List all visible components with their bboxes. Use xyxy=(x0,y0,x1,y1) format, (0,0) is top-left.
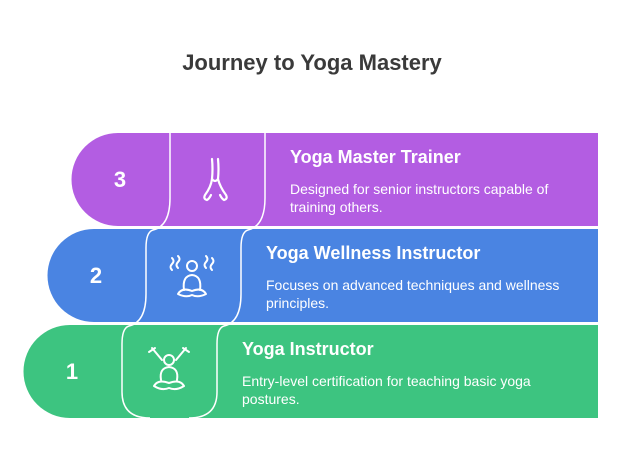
meditation-icon xyxy=(169,255,215,298)
tier-1-number: 1 xyxy=(65,359,79,384)
tier-2-divider-right xyxy=(216,248,242,345)
tier-1-description: Entry-level certification for teaching b… xyxy=(242,373,531,407)
yoga-stretch-icon xyxy=(148,347,190,391)
tier-2-title: Yoga Wellness Instructor xyxy=(266,243,481,263)
tier-1-bar xyxy=(23,325,598,418)
tier-2-divider-left xyxy=(121,248,147,345)
tier-2-bar xyxy=(47,229,598,322)
tier-3-divider-left xyxy=(145,133,171,249)
tier-2-number: 2 xyxy=(89,263,103,288)
tier-1-divider-left xyxy=(121,344,151,419)
tier-3-number: 3 xyxy=(113,167,127,192)
tier-3-title: Yoga Master Trainer xyxy=(290,147,461,167)
diagram-title: Journey to Yoga Mastery xyxy=(182,50,442,75)
tier-2-description: Focuses on advanced techniques and welln… xyxy=(266,277,560,311)
tier-1-divider-right xyxy=(188,344,218,419)
tier-3-divider-right xyxy=(240,133,266,249)
tier-3-description: Designed for senior instructors capable … xyxy=(290,181,549,215)
yoga-pose-icon xyxy=(203,157,228,202)
tier-3-bar xyxy=(71,133,598,226)
tier-1-title: Yoga Instructor xyxy=(242,339,374,359)
